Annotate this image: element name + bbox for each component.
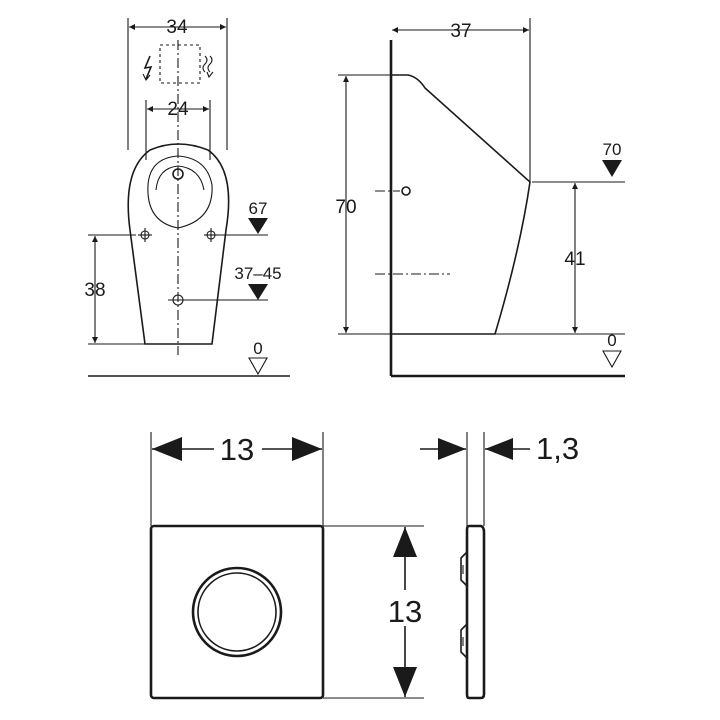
- level-floor-side-marker: [602, 350, 622, 369]
- lightning-bolt-icon: [142, 55, 153, 82]
- dim-inner-width-label: 24: [167, 99, 189, 120]
- plate-dim-height-arrow-bottom: [393, 667, 417, 697]
- water-flow-icon: [202, 55, 214, 79]
- dim-depth-label: 37: [450, 21, 471, 42]
- front-view: 34 24: [84, 17, 290, 377]
- inlet-side: [401, 186, 411, 196]
- level-upper-label: 67: [249, 199, 268, 218]
- plate-side-thickness-label: 1,3: [536, 431, 579, 466]
- level-lower-label: 37–45: [234, 264, 281, 283]
- urinal-side-outline: [391, 74, 531, 335]
- dim-width-label: 34: [166, 17, 188, 38]
- flush-button-outer: [191, 566, 283, 658]
- flush-plate: [149, 524, 325, 700]
- mount-point-left: [138, 228, 152, 242]
- level-floor-marker: [248, 357, 268, 376]
- dim-inlet-height-label: 41: [564, 249, 585, 270]
- plate-dim-height-label: 13: [388, 594, 422, 629]
- level-top-marker: [602, 160, 622, 177]
- level-lower-marker: [248, 284, 268, 300]
- level-floor-side-label: 0: [607, 331, 616, 350]
- plate-dim-height-gap: [382, 590, 428, 626]
- level-floor-label: 0: [253, 339, 262, 358]
- level-top-label: 70: [603, 140, 622, 159]
- level-upper-marker: [248, 218, 268, 234]
- dim-height-label: 38: [84, 280, 105, 301]
- plate-dim-width-arrow-left: [152, 437, 182, 461]
- sensor-box: [159, 44, 201, 84]
- plate-dim-width-gap: [214, 432, 262, 466]
- outlet-point: [168, 294, 188, 306]
- plate-side-dim-arrow-left: [438, 438, 466, 460]
- flush-button-inner: [197, 572, 277, 652]
- plate-front-view: 13 13: [149, 432, 428, 700]
- mount-point-right: [204, 228, 218, 242]
- urinal-bowl: [147, 155, 213, 229]
- plate-dim-width-label: 13: [220, 432, 254, 467]
- plate-profile: [465, 524, 486, 700]
- plate-side-dim-arrow-right: [485, 438, 513, 460]
- plate-clip-upper: [460, 551, 468, 587]
- plate-dim-height-arrow-top: [393, 527, 417, 557]
- plate-side-view: 1,3: [420, 431, 579, 700]
- dim-height-side-label: 70: [335, 197, 356, 218]
- side-view: 37 70 41 70 0: [335, 18, 625, 378]
- urinal-outline: [127, 143, 230, 345]
- plate-clip-lower: [460, 623, 468, 659]
- plate-dim-width-arrow-right: [292, 437, 322, 461]
